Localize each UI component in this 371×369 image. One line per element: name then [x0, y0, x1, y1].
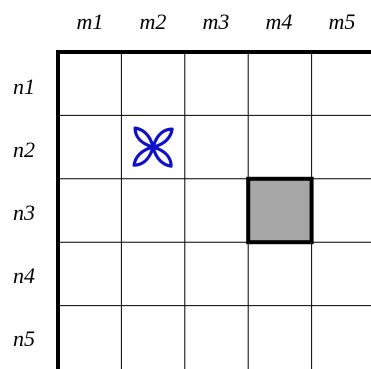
- row-label-n1: n1: [13, 74, 35, 99]
- grid-lines: [56, 50, 371, 369]
- row-label-n5: n5: [13, 326, 35, 351]
- row-label-n4: n4: [13, 263, 35, 288]
- row-labels: n1 n2 n3 n4 n5: [13, 74, 35, 351]
- petal: [151, 127, 174, 149]
- petal-cross-icon: [132, 126, 174, 168]
- column-label-m2: m2: [140, 9, 167, 34]
- petal: [151, 145, 173, 168]
- petal: [133, 126, 155, 149]
- row-label-n2: n2: [13, 137, 35, 162]
- grid-markers: [132, 126, 174, 168]
- grid-cells: [246, 176, 314, 245]
- column-label-m5: m5: [329, 9, 356, 34]
- column-label-m4: m4: [266, 9, 293, 34]
- column-label-m3: m3: [203, 9, 230, 34]
- petal: [132, 145, 155, 167]
- column-label-m1: m1: [77, 9, 104, 34]
- column-labels: m1 m2 m3 m4 m5: [77, 9, 356, 34]
- row-label-n3: n3: [13, 200, 35, 225]
- highlighted-cell: [246, 176, 314, 245]
